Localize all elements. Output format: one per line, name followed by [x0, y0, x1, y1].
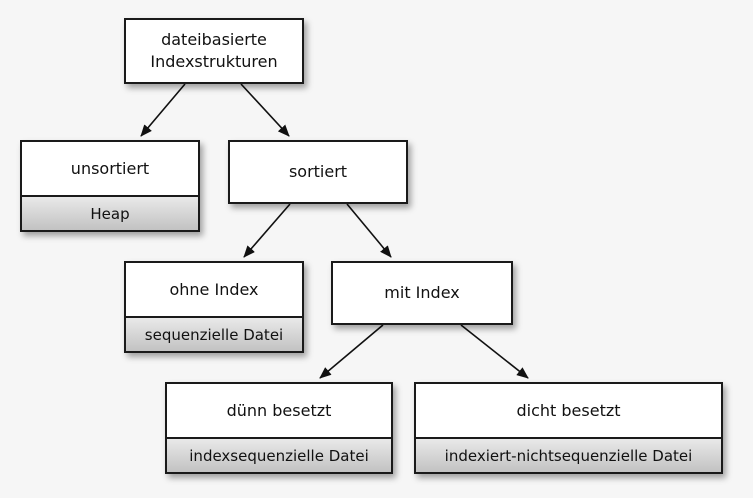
edge-arrow-root-sortiert	[240, 83, 290, 137]
node-ohne-index: ohne Index sequenzielle Datei	[124, 261, 304, 353]
node-duenn-besetzt-sub: indexsequenzielle Datei	[167, 437, 391, 472]
node-mit-index-label: mit Index	[384, 283, 460, 302]
edge-arrow-root-unsortiert	[140, 83, 186, 137]
node-ohne-index-sub: sequenzielle Datei	[126, 316, 302, 351]
node-mit-index: mit Index	[331, 261, 513, 325]
node-dicht-besetzt: dicht besetzt indexiert-nichtsequenziell…	[414, 382, 723, 474]
node-unsortiert-sub: Heap	[22, 195, 198, 230]
node-root-label: dateibasierte Indexstrukturen	[150, 30, 278, 71]
node-ohne-index-label: ohne Index	[169, 279, 259, 299]
edge-arrow-sortiert-ohne-index	[243, 203, 291, 258]
edge-arrow-mit-index-dicht	[460, 324, 529, 379]
node-sortiert-label: sortiert	[288, 162, 348, 181]
node-duenn-besetzt: dünn besetzt indexsequenzielle Datei	[165, 382, 393, 474]
node-unsortiert-label: unsortiert	[70, 158, 150, 178]
node-root: dateibasierte Indexstrukturen	[124, 18, 304, 84]
node-sortiert: sortiert	[228, 140, 408, 204]
node-dicht-besetzt-label: dicht besetzt	[516, 400, 621, 420]
node-duenn-besetzt-label: dünn besetzt	[226, 400, 332, 420]
edge-arrow-sortiert-mit-index	[346, 203, 392, 258]
edge-arrow-mit-index-duenn	[319, 324, 384, 379]
node-unsortiert: unsortiert Heap	[20, 140, 200, 232]
node-dicht-besetzt-sub: indexiert-nichtsequenzielle Datei	[416, 437, 721, 472]
